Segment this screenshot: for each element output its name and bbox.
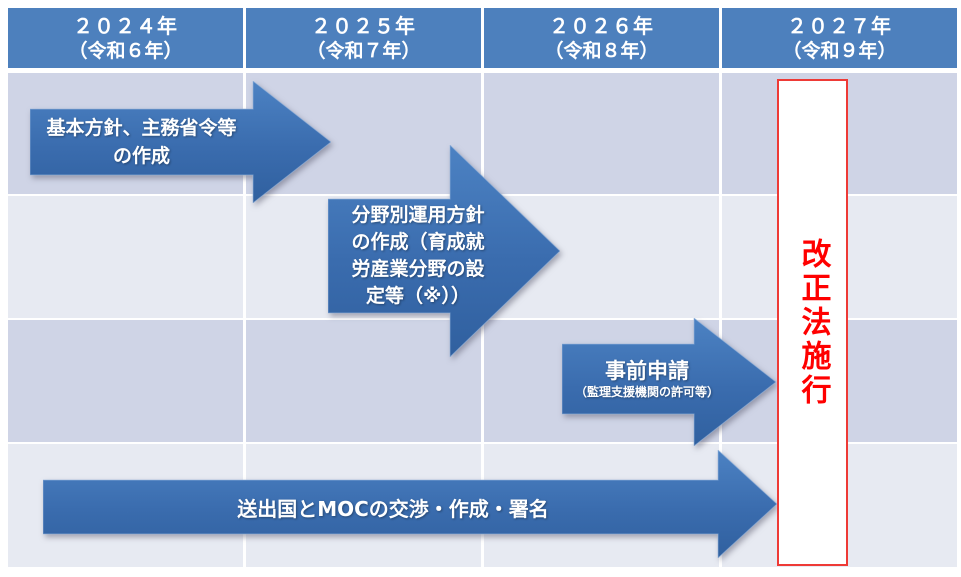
label-main: 事前申請 bbox=[605, 358, 689, 383]
column-separator-1 bbox=[243, 73, 246, 567]
right-arrow-icon bbox=[328, 145, 560, 357]
arrow-advance-application-label: 事前申請 （監理支援機関の許可等） bbox=[562, 344, 732, 414]
header-cell-2024: ２０２４年 （令和６年） bbox=[8, 8, 243, 68]
arrow-field-policy-label: 分野別運用方針 の作成（育成就 労産業分野の設 定等（※）） bbox=[328, 199, 508, 313]
header-cell-2027: ２０２７年 （令和９年） bbox=[722, 8, 957, 68]
year-label: ２０２６年 bbox=[549, 13, 654, 38]
label-line: 定等（※）） bbox=[366, 285, 470, 307]
arrow-moc-negotiation: 送出国とMOCの交渉・作成・署名 bbox=[43, 450, 777, 558]
label-line: の作成 bbox=[112, 145, 170, 167]
header-cell-2026: ２０２６年 （令和８年） bbox=[484, 8, 719, 68]
arrow-basic-policy: 基本方針、主務省令等 の作成 bbox=[30, 81, 331, 203]
year-label: ２０２５年 bbox=[311, 13, 416, 38]
era-label: （令和６年） bbox=[68, 39, 183, 62]
label-line: の作成（育成就 bbox=[351, 231, 485, 253]
label-sub: （監理支援機関の許可等） bbox=[574, 384, 719, 399]
label-line: 労産業分野の設 bbox=[351, 258, 485, 280]
arrow-basic-policy-label: 基本方針、主務省令等 の作成 bbox=[30, 109, 253, 175]
year-header: ２０２４年 （令和６年） ２０２５年 （令和７年） ２０２６年 （令和８年） ２… bbox=[8, 8, 957, 68]
right-arrow-icon bbox=[30, 81, 331, 203]
milestone-label: 改正法施行 bbox=[795, 237, 831, 408]
year-label: ２０２４年 bbox=[73, 13, 178, 38]
arrow-advance-application: 事前申請 （監理支援機関の許可等） bbox=[562, 318, 776, 446]
right-arrow-icon bbox=[562, 318, 776, 446]
era-label: （令和７年） bbox=[306, 39, 421, 62]
arrow-field-policy: 分野別運用方針 の作成（育成就 労産業分野の設 定等（※）） bbox=[328, 145, 560, 357]
arrow-moc-negotiation-label: 送出国とMOCの交渉・作成・署名 bbox=[43, 480, 743, 534]
right-arrow-icon bbox=[43, 450, 777, 558]
era-label: （令和８年） bbox=[544, 39, 659, 62]
milestone-law-enforcement: 改正法施行 bbox=[777, 79, 848, 566]
column-separator-3 bbox=[719, 73, 722, 567]
era-label: （令和９年） bbox=[782, 39, 897, 62]
header-cell-2025: ２０２５年 （令和７年） bbox=[246, 8, 481, 68]
year-label: ２０２７年 bbox=[787, 13, 892, 38]
label-line: 送出国とMOCの交渉・作成・署名 bbox=[237, 496, 549, 521]
label-line: 基本方針、主務省令等 bbox=[46, 117, 237, 139]
label-line: 分野別運用方針 bbox=[351, 204, 485, 226]
